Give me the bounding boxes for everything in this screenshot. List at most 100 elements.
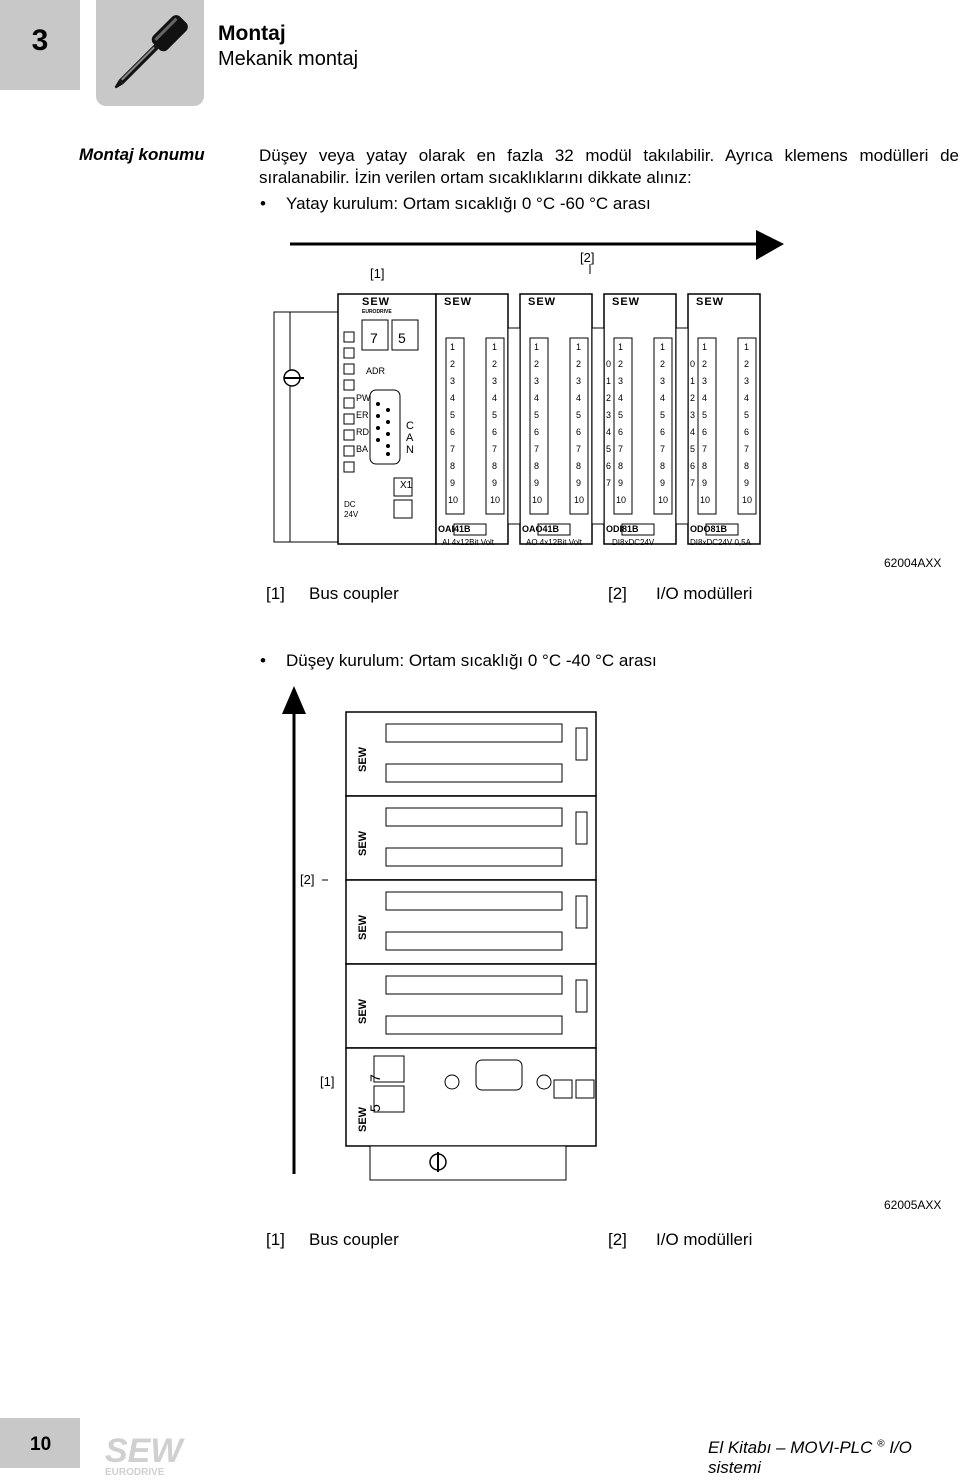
svg-text:7: 7 xyxy=(576,444,581,454)
svg-text:8: 8 xyxy=(702,461,707,471)
bullet-vertical: Düşey kurulum: Ortam sıcaklığı 0 °C -40 … xyxy=(286,651,657,670)
svg-text:EURODRIVE: EURODRIVE xyxy=(105,1467,165,1478)
svg-text:9: 9 xyxy=(660,478,665,488)
svg-text:7: 7 xyxy=(534,444,539,454)
led-rd-label: RD xyxy=(356,427,369,437)
svg-text:7: 7 xyxy=(744,444,749,454)
callout-bus-coupler: [1] xyxy=(370,266,385,281)
svg-text:6: 6 xyxy=(660,427,665,437)
svg-text:8: 8 xyxy=(618,461,623,471)
module-1-brand: SEW xyxy=(444,296,473,308)
svg-text:5: 5 xyxy=(534,410,539,420)
svg-text:10: 10 xyxy=(574,495,584,505)
address-display-right: 5 xyxy=(398,330,406,346)
svg-text:8: 8 xyxy=(660,461,665,471)
svg-text:3: 3 xyxy=(744,376,749,386)
legend-1-key-vertical: [1] xyxy=(266,1230,285,1249)
svg-text:6: 6 xyxy=(618,427,623,437)
led-ba-label: BA xyxy=(356,444,369,454)
svg-text:10: 10 xyxy=(616,495,626,505)
svg-text:7: 7 xyxy=(702,444,707,454)
x1-label: X1 xyxy=(400,480,413,491)
svg-text:9: 9 xyxy=(534,478,539,488)
module-desc-do: DI8xDC24V 0,5A xyxy=(690,538,751,547)
svg-text:6: 6 xyxy=(576,427,581,437)
led-er-label: ER xyxy=(356,410,369,420)
svg-text:4: 4 xyxy=(492,393,497,403)
legend-2-text-vertical: I/O modülleri xyxy=(656,1230,753,1249)
module-desc-ai: AI 4x12Bit Volt xyxy=(442,538,495,547)
legend-1-key: [1] xyxy=(266,584,285,603)
svg-text:9: 9 xyxy=(492,478,497,488)
svg-text:4: 4 xyxy=(618,393,623,403)
svg-text:7: 7 xyxy=(492,444,497,454)
footer-logo: SEW EURODRIVE xyxy=(103,1430,213,1483)
intro-paragraph: Düşey veya yatay olarak en fazla 32 modü… xyxy=(259,146,959,187)
vertical-arrow-head xyxy=(282,686,306,714)
svg-text:SEW: SEW xyxy=(105,1432,185,1470)
svg-text:10: 10 xyxy=(742,495,752,505)
svg-text:5: 5 xyxy=(492,410,497,420)
svg-text:4: 4 xyxy=(702,393,707,403)
svg-text:1: 1 xyxy=(690,376,695,386)
svg-text:5: 5 xyxy=(618,410,623,420)
svg-text:2: 2 xyxy=(492,359,497,369)
module-code-odi81b: ODI81B xyxy=(606,524,639,534)
svg-text:3: 3 xyxy=(606,410,611,420)
svg-text:4: 4 xyxy=(690,427,695,437)
svg-text:5: 5 xyxy=(702,410,707,420)
svg-text:6: 6 xyxy=(450,427,455,437)
coupler-brand: SEW xyxy=(362,296,391,308)
dc-label: DC xyxy=(344,500,356,509)
callout-io-modules-vertical: [2] xyxy=(300,872,315,887)
svg-text:6: 6 xyxy=(606,461,611,471)
svg-text:2: 2 xyxy=(744,359,749,369)
svg-text:3: 3 xyxy=(492,376,497,386)
svg-text:2: 2 xyxy=(618,359,623,369)
vertical-mounting-figure: SEW SEW SEW SEW 7 5 SEW xyxy=(282,686,597,1181)
svg-text:9: 9 xyxy=(450,478,455,488)
module-4-brand: SEW xyxy=(696,296,725,308)
can-label: C A N xyxy=(406,420,414,456)
footer-book-title: El Kitabı – MOVI-PLC ® I/O sistemi xyxy=(708,1438,960,1478)
module-desc-di: DI8xDC24V xyxy=(612,538,655,547)
svg-text:SEW: SEW xyxy=(357,830,369,856)
footer-page-tab xyxy=(0,1418,80,1468)
svg-text:2: 2 xyxy=(606,393,611,403)
svg-text:2: 2 xyxy=(690,393,695,403)
svg-text:9: 9 xyxy=(576,478,581,488)
legend-1-text-vertical: Bus coupler xyxy=(309,1230,399,1249)
svg-text:4: 4 xyxy=(450,393,455,403)
svg-text:1: 1 xyxy=(660,342,665,352)
svg-text:9: 9 xyxy=(618,478,623,488)
svg-text:1: 1 xyxy=(450,342,455,352)
svg-text:6: 6 xyxy=(492,427,497,437)
svg-text:SEW: SEW xyxy=(357,1106,369,1132)
footer-page-number: 10 xyxy=(30,1434,52,1455)
svg-text:5: 5 xyxy=(576,410,581,420)
coupler-brand-sub: EURODRIVE xyxy=(362,309,392,315)
svg-text:6: 6 xyxy=(702,427,707,437)
svg-text:10: 10 xyxy=(700,495,710,505)
address-display-left: 7 xyxy=(370,330,378,346)
svg-text:2: 2 xyxy=(450,359,455,369)
direction-arrow-head xyxy=(756,230,784,260)
svg-text:5: 5 xyxy=(450,410,455,420)
svg-text:5: 5 xyxy=(744,410,749,420)
svg-text:4: 4 xyxy=(744,393,749,403)
footer-book-title-suffix: I/O sistemi xyxy=(708,1438,912,1477)
chapter-tab xyxy=(0,0,80,90)
svg-text:8: 8 xyxy=(534,461,539,471)
svg-text:2: 2 xyxy=(702,359,707,369)
svg-text:8: 8 xyxy=(576,461,581,471)
svg-text:10: 10 xyxy=(532,495,542,505)
svg-text:10: 10 xyxy=(448,495,458,505)
svg-text:7: 7 xyxy=(367,1074,383,1082)
figure-id-horizontal: 62004AXX xyxy=(884,556,942,570)
led-pw-label: PW xyxy=(356,393,371,403)
module-3-brand: SEW xyxy=(612,296,641,308)
svg-text:3: 3 xyxy=(702,376,707,386)
svg-text:3: 3 xyxy=(690,410,695,420)
